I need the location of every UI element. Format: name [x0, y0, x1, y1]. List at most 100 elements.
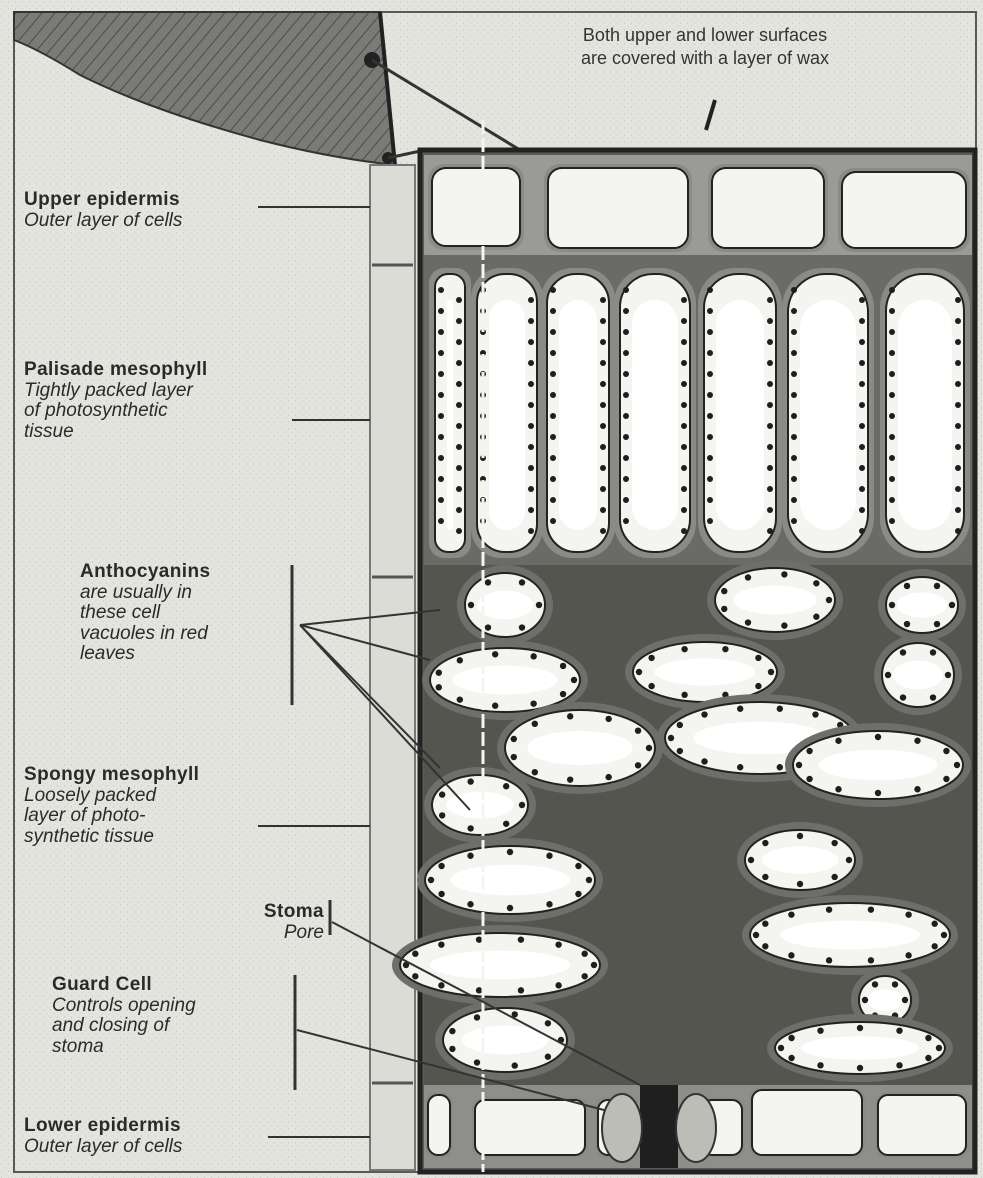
- vacuole: [780, 921, 920, 950]
- chloroplast: [550, 413, 556, 419]
- chloroplast: [835, 738, 841, 744]
- vacuole: [451, 865, 570, 896]
- chloroplast: [859, 465, 865, 471]
- chloroplast: [762, 874, 768, 880]
- chloroplast: [456, 444, 462, 450]
- chloroplast: [476, 987, 482, 993]
- chloroplast: [859, 381, 865, 387]
- chloroplast: [707, 287, 713, 293]
- label-desc: vacuoles in red: [80, 624, 210, 645]
- epidermal-cell: [428, 1095, 450, 1155]
- chloroplast: [528, 507, 534, 513]
- chloroplast: [518, 987, 524, 993]
- chloroplast: [635, 727, 641, 733]
- cross-section-panel: [392, 120, 975, 1172]
- chloroplast: [701, 711, 707, 717]
- chloroplast: [550, 371, 556, 377]
- chloroplast: [646, 745, 652, 751]
- chloroplast: [889, 455, 895, 461]
- chloroplast: [623, 371, 629, 377]
- chloroplast: [900, 694, 906, 700]
- chloroplast: [605, 716, 611, 722]
- chloroplast: [456, 465, 462, 471]
- chloroplast: [745, 619, 751, 625]
- chloroplast: [519, 802, 525, 808]
- label-title: Spongy mesophyll: [24, 765, 199, 786]
- chloroplast: [707, 413, 713, 419]
- chloroplast: [412, 951, 418, 957]
- chloroplast: [681, 444, 687, 450]
- epidermal-cell: [712, 168, 824, 248]
- chloroplast: [788, 1035, 794, 1041]
- chloroplast: [438, 455, 444, 461]
- label-desc: Loosely packed: [24, 786, 199, 807]
- chloroplast: [762, 840, 768, 846]
- chloroplast: [721, 606, 727, 612]
- vacuole: [559, 300, 597, 530]
- chloroplast: [600, 465, 606, 471]
- chloroplast: [567, 776, 573, 782]
- label-lower-epidermis: Lower epidermis Outer layer of cells: [24, 1116, 182, 1157]
- chloroplast: [889, 287, 895, 293]
- chloroplast: [456, 423, 462, 429]
- chloroplast: [439, 812, 445, 818]
- chloroplast: [875, 790, 881, 796]
- chloroplast: [681, 381, 687, 387]
- chloroplast: [813, 614, 819, 620]
- chloroplast: [955, 402, 961, 408]
- chloroplast: [648, 655, 654, 661]
- chloroplast: [806, 748, 812, 754]
- chloroplast: [485, 579, 491, 585]
- chloroplast: [532, 769, 538, 775]
- vacuole: [655, 659, 756, 686]
- chloroplast: [707, 497, 713, 503]
- chloroplast: [438, 350, 444, 356]
- chloroplast: [456, 339, 462, 345]
- chloroplast: [449, 1046, 455, 1052]
- chloroplast: [722, 646, 728, 652]
- chloroplast: [925, 1035, 931, 1041]
- chloroplast: [846, 857, 852, 863]
- chloroplast: [707, 455, 713, 461]
- chloroplast: [467, 901, 473, 907]
- chloroplast: [456, 297, 462, 303]
- guard-cell-right: [676, 1094, 716, 1162]
- vacuole: [528, 731, 633, 765]
- chloroplast: [934, 583, 940, 589]
- label-title: Stoma: [226, 902, 324, 923]
- chloroplast: [889, 476, 895, 482]
- chloroplast: [536, 602, 542, 608]
- chloroplast: [905, 911, 911, 917]
- chloroplast: [456, 528, 462, 534]
- chloroplast: [600, 360, 606, 366]
- chloroplast: [503, 783, 509, 789]
- label-title: Palisade mesophyll: [24, 360, 208, 381]
- chloroplast: [550, 497, 556, 503]
- chloroplast: [955, 318, 961, 324]
- chloroplast: [753, 932, 759, 938]
- chloroplast: [681, 297, 687, 303]
- chloroplast: [436, 684, 442, 690]
- chloroplast: [875, 734, 881, 740]
- chloroplast: [550, 350, 556, 356]
- chloroplast: [456, 318, 462, 324]
- wax-caption-line-1: Both upper and lower surfaces: [500, 24, 910, 47]
- chloroplast: [791, 497, 797, 503]
- label-anthocyanins: Anthocyanins are usually in these cell v…: [80, 562, 210, 665]
- chloroplast: [900, 649, 906, 655]
- chloroplast: [859, 486, 865, 492]
- chloroplast: [859, 360, 865, 366]
- chloroplast: [955, 465, 961, 471]
- guard-cell-left: [602, 1094, 642, 1162]
- chloroplast: [438, 413, 444, 419]
- chloroplast: [707, 392, 713, 398]
- chloroplast: [550, 329, 556, 335]
- chloroplast: [914, 786, 920, 792]
- label-desc: Outer layer of cells: [24, 211, 182, 232]
- chloroplast: [636, 669, 642, 675]
- chloroplast: [817, 1027, 823, 1033]
- chloroplast: [755, 683, 761, 689]
- chloroplast: [492, 703, 498, 709]
- chloroplast: [868, 906, 874, 912]
- chloroplast: [681, 423, 687, 429]
